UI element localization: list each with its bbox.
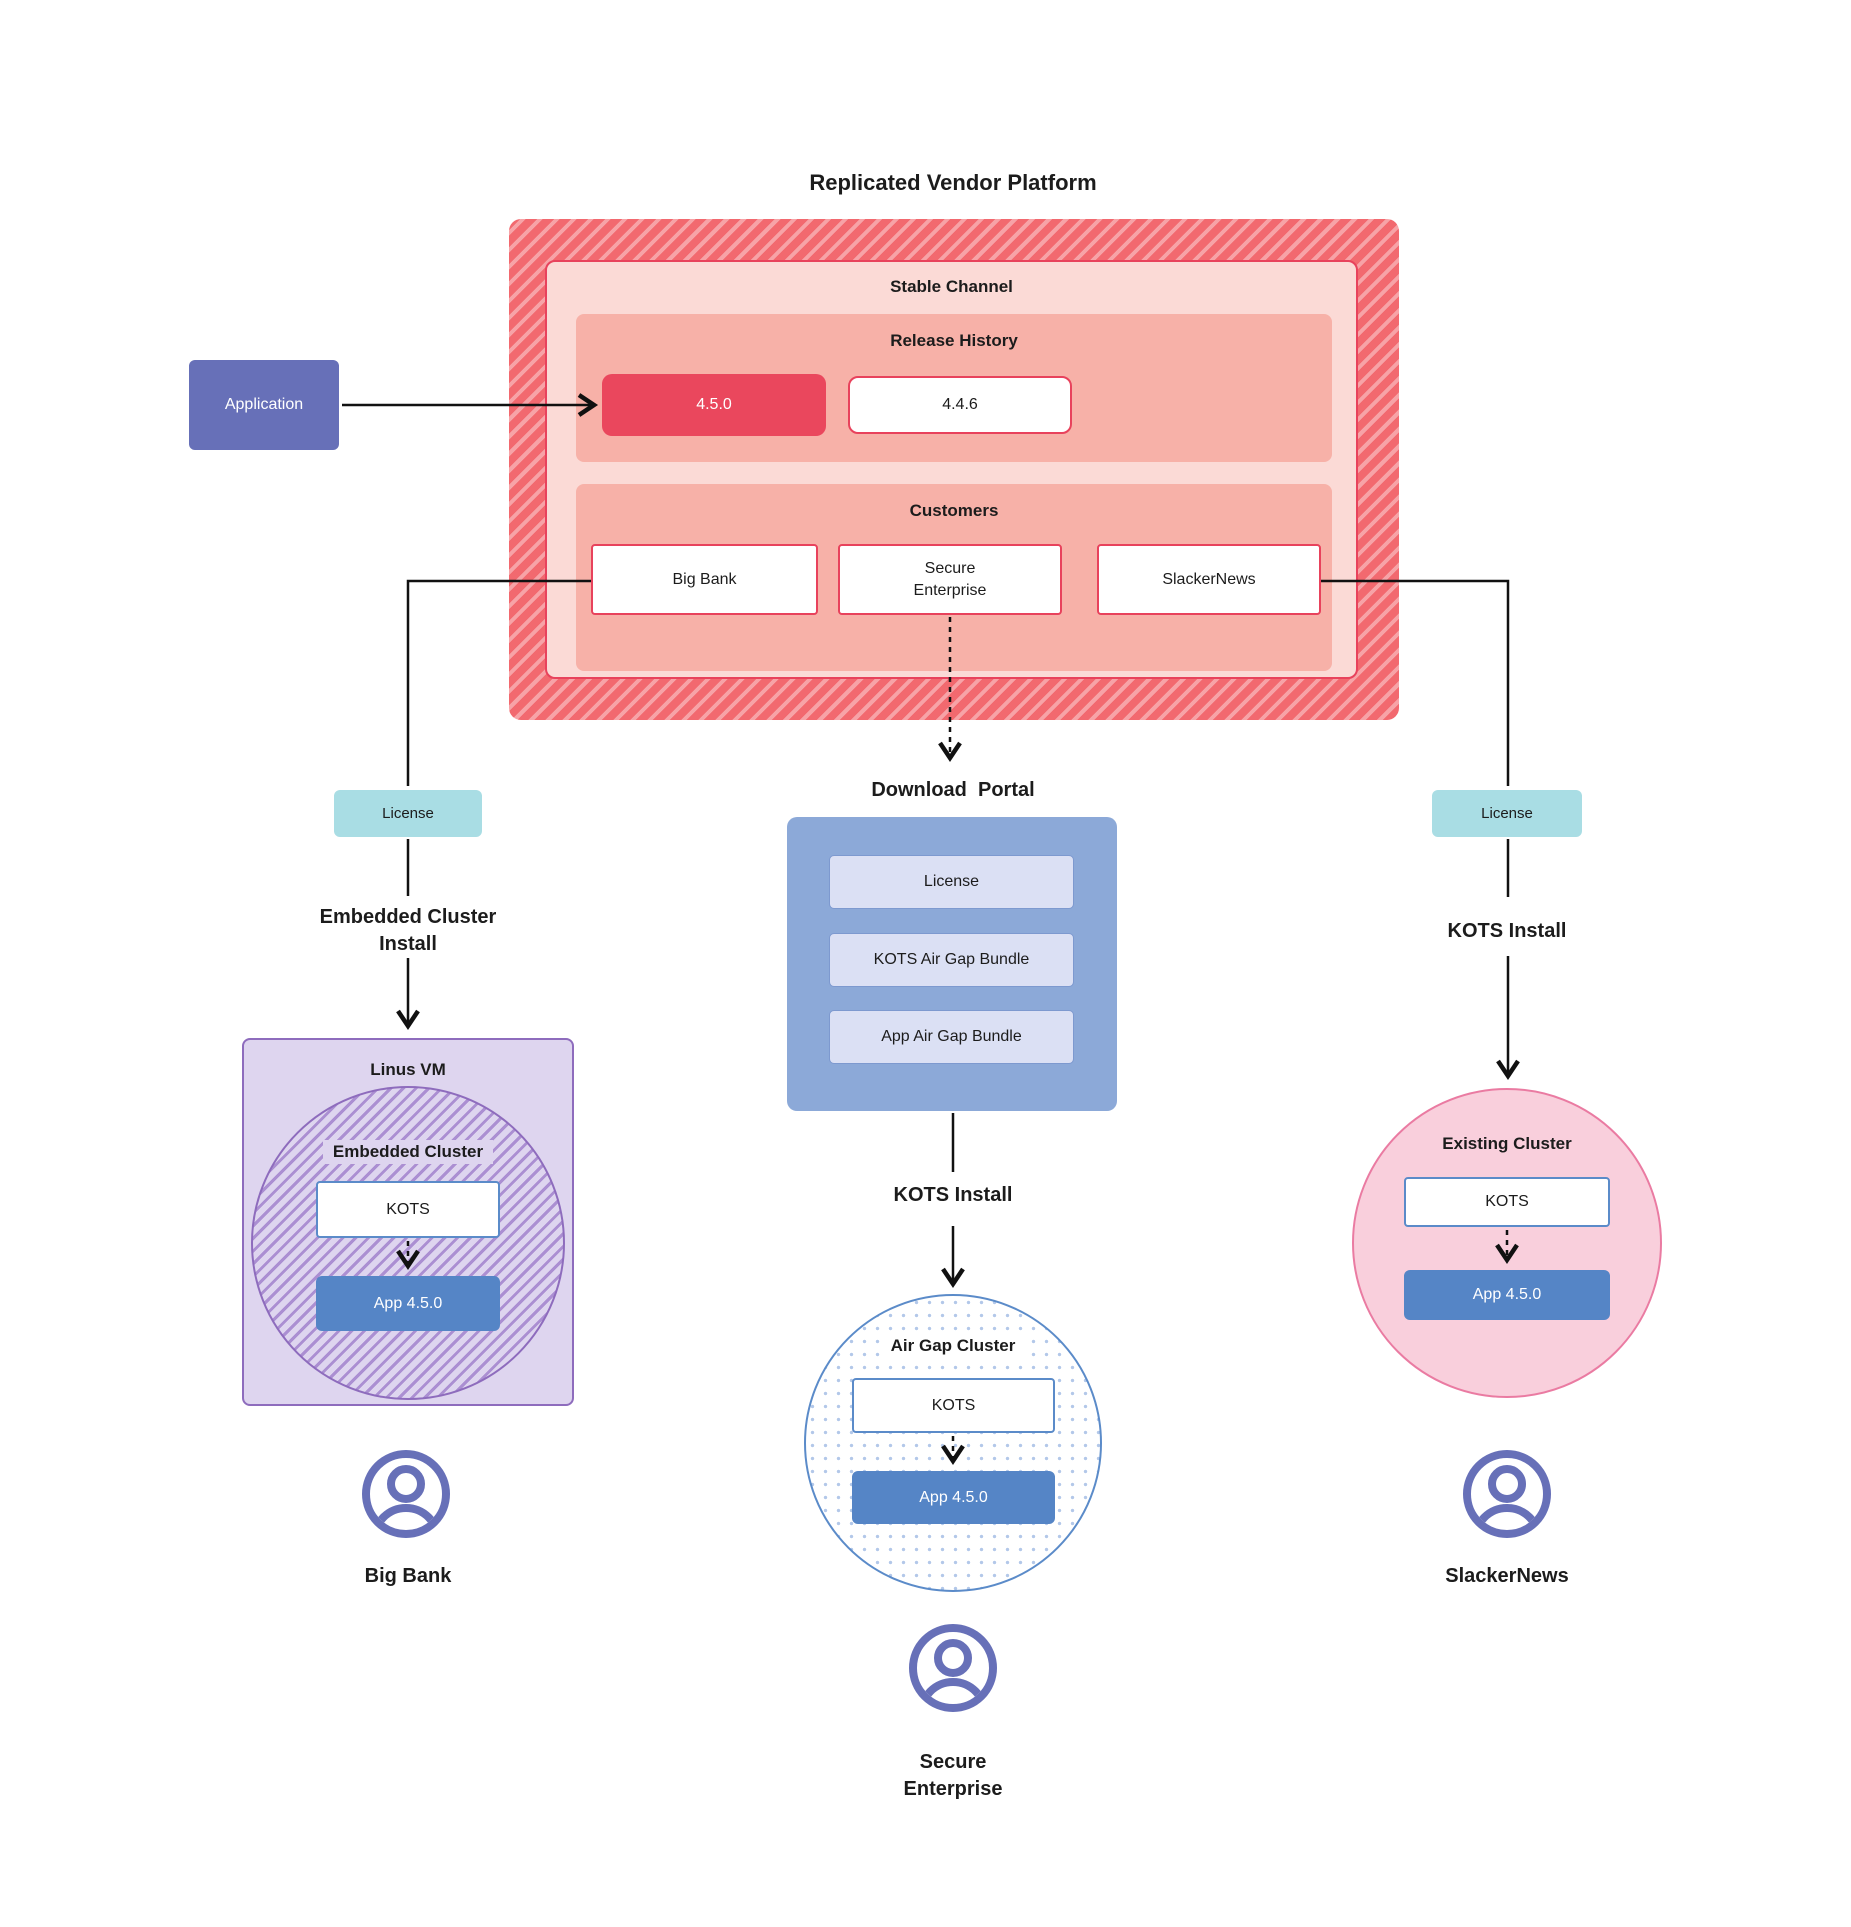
- customer-secure-enterprise: Secure Enterprise: [838, 544, 1062, 615]
- embedded-cluster-label: Embedded Cluster: [251, 1140, 565, 1164]
- user-label-slackernews: SlackerNews: [1445, 1564, 1569, 1587]
- user-icon: [362, 1450, 450, 1538]
- air-gap-cluster-label-text: Air Gap Cluster: [880, 1334, 1026, 1358]
- embedded-app-box: App 4.5.0: [316, 1276, 500, 1331]
- center-kots-install-label: KOTS Install: [893, 1183, 1013, 1206]
- left-license-box: License: [334, 790, 482, 837]
- user-icon-secure-enterprise: [905, 1620, 1001, 1716]
- existing-kots-box: KOTS: [1404, 1177, 1610, 1227]
- download-portal-label: Download Portal: [871, 778, 1035, 801]
- customers-label: Customers: [909, 501, 999, 520]
- portal-item-kots-airgap-bundle: KOTS Air Gap Bundle: [829, 933, 1074, 987]
- portal-item-license: License: [829, 855, 1074, 909]
- embedded-cluster-circle: [251, 1086, 565, 1400]
- air-gap-app-box: App 4.5.0: [852, 1471, 1055, 1524]
- right-license-box: License: [1432, 790, 1582, 837]
- release-4-5-0: 4.5.0: [602, 374, 826, 436]
- user-label-big-bank: Big Bank: [364, 1564, 452, 1587]
- user-icon-big-bank: [358, 1446, 454, 1542]
- right-kots-install-label: KOTS Install: [1447, 919, 1567, 942]
- user-icon-slackernews: [1459, 1446, 1555, 1542]
- customer-big-bank: Big Bank: [591, 544, 818, 615]
- embedded-cluster-install-label: Embedded Cluster Install: [319, 906, 497, 955]
- air-gap-kots-box: KOTS: [852, 1378, 1055, 1433]
- user-label-secure-enterprise: Secure Enterprise: [903, 1751, 1003, 1800]
- release-history-label: Release History: [890, 331, 1018, 350]
- stable-channel-label: Stable Channel: [890, 277, 1013, 296]
- page-title: Replicated Vendor Platform: [809, 170, 1097, 195]
- user-icon: [909, 1624, 997, 1712]
- embedded-kots-box: KOTS: [316, 1181, 500, 1238]
- existing-cluster-label: Existing Cluster: [1442, 1134, 1572, 1153]
- linus-vm-label: Linus VM: [370, 1060, 446, 1079]
- existing-app-box: App 4.5.0: [1404, 1270, 1610, 1320]
- portal-item-app-airgap-bundle: App Air Gap Bundle: [829, 1010, 1074, 1064]
- embedded-cluster-label-text: Embedded Cluster: [322, 1140, 494, 1164]
- customer-slackernews: SlackerNews: [1097, 544, 1321, 615]
- release-4-4-6: 4.4.6: [848, 376, 1072, 434]
- user-icon: [1463, 1450, 1551, 1538]
- application-box: Application: [189, 360, 339, 450]
- air-gap-cluster-label: Air Gap Cluster: [804, 1334, 1102, 1358]
